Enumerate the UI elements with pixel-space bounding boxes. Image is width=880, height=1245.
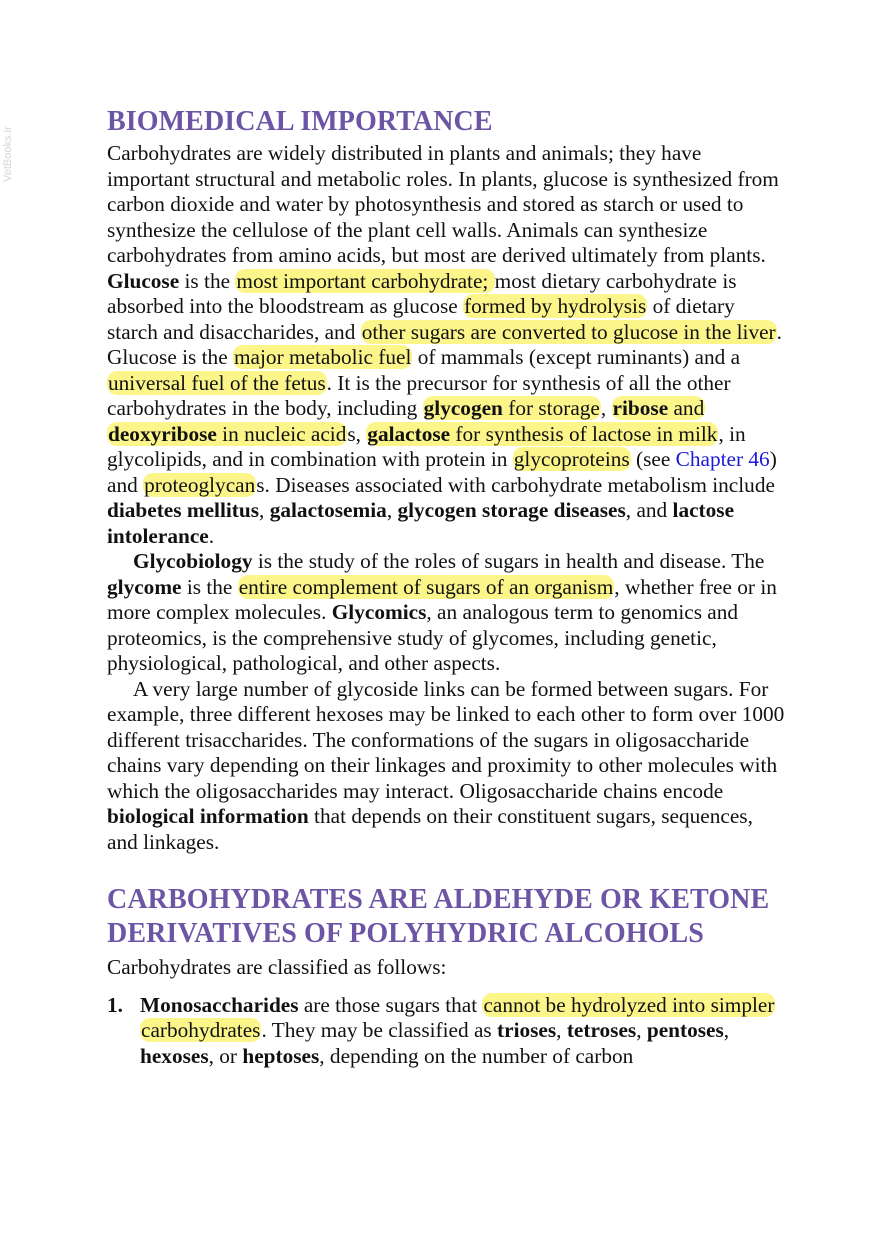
highlight: galactose for synthesis of lactose in mi… — [366, 421, 719, 446]
bold-term: Glycomics — [331, 600, 427, 624]
list-item: 1.Monosaccharides are those sugars that … — [107, 992, 787, 1070]
text: ) and — [107, 447, 777, 497]
bold-term: ribose — [612, 396, 669, 420]
text: of dietary starch and disaccharides, and — [107, 294, 735, 344]
bold-term: galactosemia — [269, 498, 387, 522]
bold-term: lactose intolerance — [107, 498, 735, 548]
highlight: most important carbohydrate; — [235, 268, 495, 293]
bold-term: tetroses — [566, 1018, 637, 1042]
chapter-46-link[interactable]: Chapter 46 — [675, 447, 770, 471]
paragraph-intro: Carbohydrates are widely distributed in … — [107, 141, 787, 549]
text: that depends on their constituent sugars… — [107, 804, 753, 854]
highlight: glycogen for storage — [422, 396, 601, 420]
bold-term: trioses — [497, 1018, 557, 1042]
bold-term: galactose — [367, 421, 451, 446]
highlight: other sugars are converted to glucose in… — [360, 319, 777, 344]
text: , — [723, 1018, 730, 1042]
highlight: major metabolic fuel — [232, 345, 413, 369]
text: . They may be classified as — [261, 1018, 498, 1042]
text: and — [668, 396, 705, 420]
highlight: proteoglycan — [143, 472, 257, 497]
paragraph-classification-intro: Carbohydrates are classified as follows: — [107, 955, 447, 979]
text: in nucleic acid — [216, 421, 347, 446]
paragraph-glycobiology: Glycobiology is the study of the roles o… — [107, 549, 787, 677]
text: for storage — [502, 396, 600, 420]
bold-term: glycogen — [423, 396, 503, 420]
text: for synthesis of lactose in milk — [450, 421, 718, 446]
bold-term: diabetes mellitus — [107, 498, 260, 522]
text: , in glycolipids, and in combination wit… — [107, 421, 746, 472]
text: is the — [181, 574, 238, 599]
text: . It is the precursor for synthesis of a… — [107, 370, 731, 421]
text: , an analogous term to genomics and prot… — [107, 600, 739, 675]
section-heading-biomedical-importance: BIOMEDICAL IMPORTANCE — [107, 106, 493, 137]
text: of mammals (except ruminants) and a — [412, 345, 741, 369]
bold-term: glycogen storage diseases — [397, 498, 626, 522]
paragraph-glycoside-links: A very large number of glycoside links c… — [107, 677, 787, 856]
highlight: universal fuel of the fetus — [107, 370, 327, 395]
text: , or — [208, 1043, 243, 1068]
document-page: BIOMEDICAL IMPORTANCE Carbohydrates are … — [107, 105, 787, 1069]
text: , — [556, 1018, 567, 1042]
bold-term: Glycobiology — [133, 549, 253, 573]
highlight: formed by hydrolysis — [463, 294, 648, 318]
text: , — [259, 498, 270, 522]
text: A very large number of glycoside links c… — [107, 676, 785, 803]
text: , whether free or in more complex molecu… — [107, 574, 777, 625]
highlight: entire complement of sugars of an organi… — [237, 574, 615, 599]
text: is the study of the roles of sugars in h… — [252, 549, 765, 573]
highlight: glycoproteins — [512, 447, 631, 471]
bold-term: Monosaccharides — [140, 992, 299, 1017]
bold-term: glycome — [107, 574, 182, 599]
text: , depending on the number of carbon — [319, 1043, 634, 1068]
text: s. Diseases associated with carbohydrate… — [256, 472, 775, 497]
text: most dietary carbohydrate is absorbed in… — [107, 268, 737, 319]
bold-term: heptoses — [242, 1043, 320, 1068]
bold-term: biological information — [107, 804, 309, 828]
text: is the — [179, 268, 236, 293]
text: . — [208, 523, 215, 548]
text: s, — [347, 421, 367, 446]
text: . Glucose is the — [107, 319, 782, 370]
section-heading-aldehyde-ketone: CARBOHYDRATES ARE ALDEHYDE OR KETONE DER… — [107, 884, 770, 949]
watermark: VetBooks.ir — [2, 126, 14, 182]
classification-list: 1.Monosaccharides are those sugars that … — [107, 992, 787, 1070]
text: (see — [630, 447, 676, 471]
text: , — [636, 1018, 647, 1042]
list-number: 1. — [107, 992, 123, 1017]
bold-term: Glucose — [107, 268, 180, 293]
bold-term: hexoses — [140, 1043, 209, 1068]
bold-term: deoxyribose — [108, 421, 217, 446]
text: are those sugars that — [298, 992, 483, 1017]
text: , — [386, 498, 398, 522]
text: Carbohydrates are widely distributed in … — [107, 141, 779, 267]
text: , — [600, 396, 612, 420]
text: , and — [625, 498, 673, 522]
bold-term: pentoses — [646, 1018, 724, 1042]
